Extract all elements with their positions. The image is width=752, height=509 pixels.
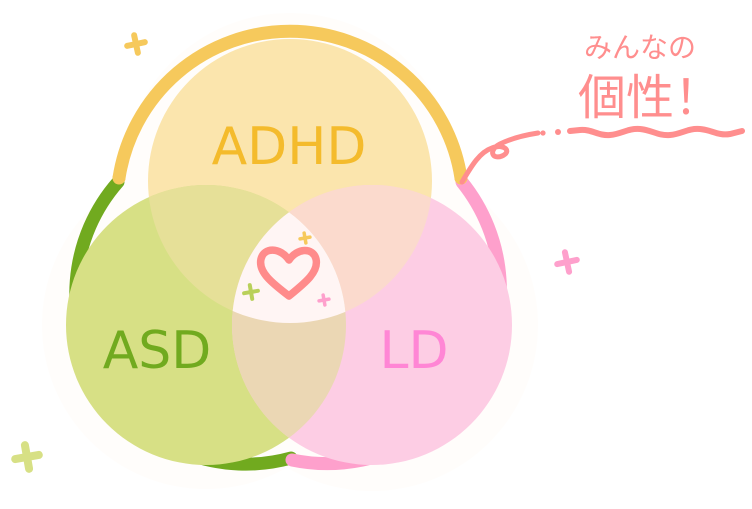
label-asd: ASD [103, 321, 212, 381]
adhd-ring [112, 24, 468, 185]
callout-line2: 個性！ [578, 70, 722, 126]
overlap-all [232, 185, 346, 323]
heart-icon [256, 246, 321, 300]
callout-connector [459, 130, 541, 185]
callout-line1: みんなの [584, 31, 696, 64]
sparkle-icon [11, 32, 580, 473]
label-adhd: ADHD [212, 117, 367, 177]
adhd-ring-cap-left [112, 171, 126, 185]
label-ld: LD [379, 321, 448, 381]
callout-wave-underline [567, 125, 745, 139]
callout-dot [540, 130, 546, 136]
callout-dot [555, 129, 561, 135]
